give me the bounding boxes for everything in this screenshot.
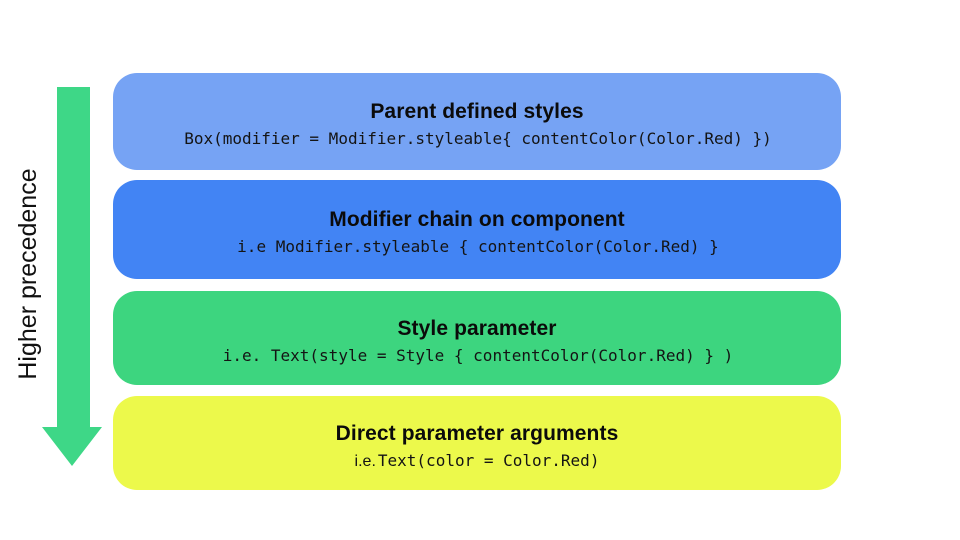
box-title: Parent defined styles	[370, 100, 584, 123]
down-arrow-icon	[42, 87, 102, 466]
code-text: i.e Modifier.styleable { contentColor(Co…	[237, 237, 719, 256]
code-text: Text(color = Color.Red)	[377, 450, 600, 470]
precedence-box-parent-defined-styles: Parent defined styles Box(modifier = Mod…	[113, 73, 841, 170]
box-title: Direct parameter arguments	[335, 421, 619, 445]
box-code: Box(modifier = Modifier.styleable{ conte…	[182, 129, 772, 149]
code-prefix: i.e.	[354, 452, 376, 470]
box-title: Modifier chain on component	[329, 208, 625, 231]
higher-precedence-label: Higher precedence	[14, 168, 42, 380]
box-code: i.e. Text(style = Style { contentColor(C…	[221, 346, 734, 366]
precedence-box-modifier-chain: Modifier chain on component i.e Modifier…	[113, 180, 841, 279]
precedence-box-style-parameter: Style parameter i.e. Text(style = Style …	[113, 291, 841, 385]
box-code: i.e.Text(color = Color.Red)	[355, 451, 600, 471]
code-text: i.e. Text(style = Style { contentColor(C…	[222, 345, 734, 365]
box-code: i.e Modifier.styleable { contentColor(Co…	[235, 237, 719, 257]
box-title: Style parameter	[397, 316, 557, 340]
precedence-box-direct-parameters: Direct parameter arguments i.e.Text(colo…	[113, 396, 841, 490]
code-text: Box(modifier = Modifier.styleable{ conte…	[184, 129, 772, 148]
